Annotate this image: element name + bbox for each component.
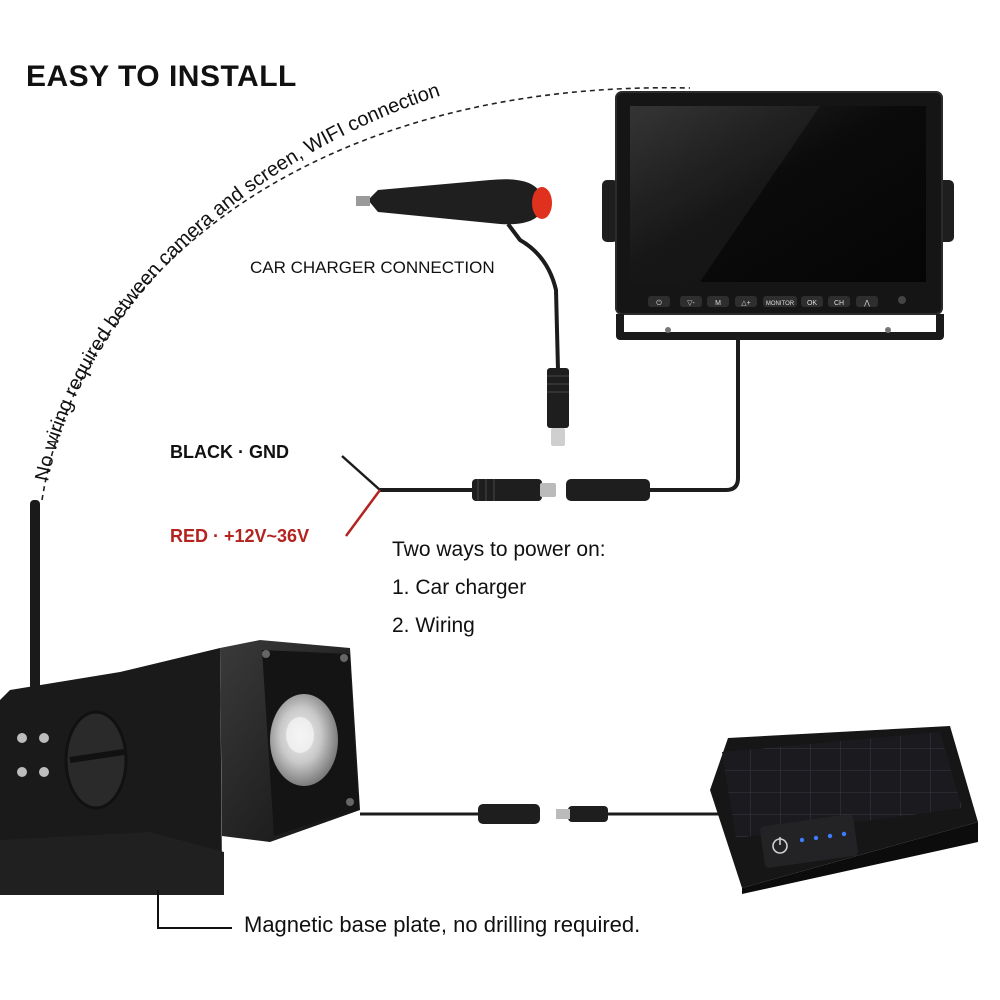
- wire-red: [344, 489, 382, 537]
- monitor-button-ch[interactable]: CH: [834, 300, 844, 307]
- monitor-button-ok[interactable]: OK: [807, 300, 817, 307]
- page-title: EASY TO INSTALL: [26, 60, 297, 93]
- battery-connector-pair: [478, 804, 608, 824]
- monitor-screen: [630, 106, 926, 282]
- antenna-icon: [30, 500, 40, 690]
- power-heading: Two ways to power on:: [392, 538, 606, 561]
- wifi-note: No wiring required between camera and sc…: [31, 79, 442, 483]
- power-connector-pair: [472, 479, 650, 501]
- monitor-button-mode[interactable]: ⋀: [863, 299, 870, 307]
- wifi-dashed-arc: [41, 87, 691, 501]
- power-option-wiring: 2. Wiring: [392, 614, 475, 637]
- monitor-button-power[interactable]: ⏻: [656, 299, 662, 307]
- solar-panel-icon: [722, 732, 962, 838]
- monitor-button-down[interactable]: ▽-: [687, 300, 695, 307]
- magnetic-base-note: Magnetic base plate, no drilling require…: [244, 912, 641, 937]
- charger-red-tip: [532, 187, 552, 219]
- wire-red-label: RED · +12V~36V: [170, 526, 310, 546]
- battery-led: [813, 835, 819, 841]
- monitor-button-monitor[interactable]: MONITOR: [766, 301, 795, 307]
- monitor: ⏻ ▽- M △+ MONITOR OK CH ⋀: [602, 91, 954, 340]
- battery-led: [827, 833, 833, 839]
- car-charger-label: CAR CHARGER CONNECTION: [250, 258, 495, 277]
- monitor-cable: [648, 336, 740, 492]
- wire-black: [341, 455, 381, 491]
- battery-led: [799, 837, 805, 843]
- power-option-car-charger: 1. Car charger: [392, 576, 527, 599]
- monitor-button-strip: ⏻ ▽- M △+ MONITOR OK CH ⋀: [648, 296, 906, 307]
- power-icon[interactable]: [772, 837, 788, 854]
- base-pointer-line: [157, 890, 232, 929]
- camera: [0, 500, 360, 895]
- car-charger-plug: [356, 179, 569, 446]
- monitor-button-up[interactable]: △+: [741, 300, 750, 307]
- battery-led: [841, 831, 847, 837]
- wire-black-label: BLACK · GND: [170, 442, 289, 462]
- solar-battery-box: [710, 726, 978, 894]
- monitor-button-menu[interactable]: M: [715, 300, 721, 307]
